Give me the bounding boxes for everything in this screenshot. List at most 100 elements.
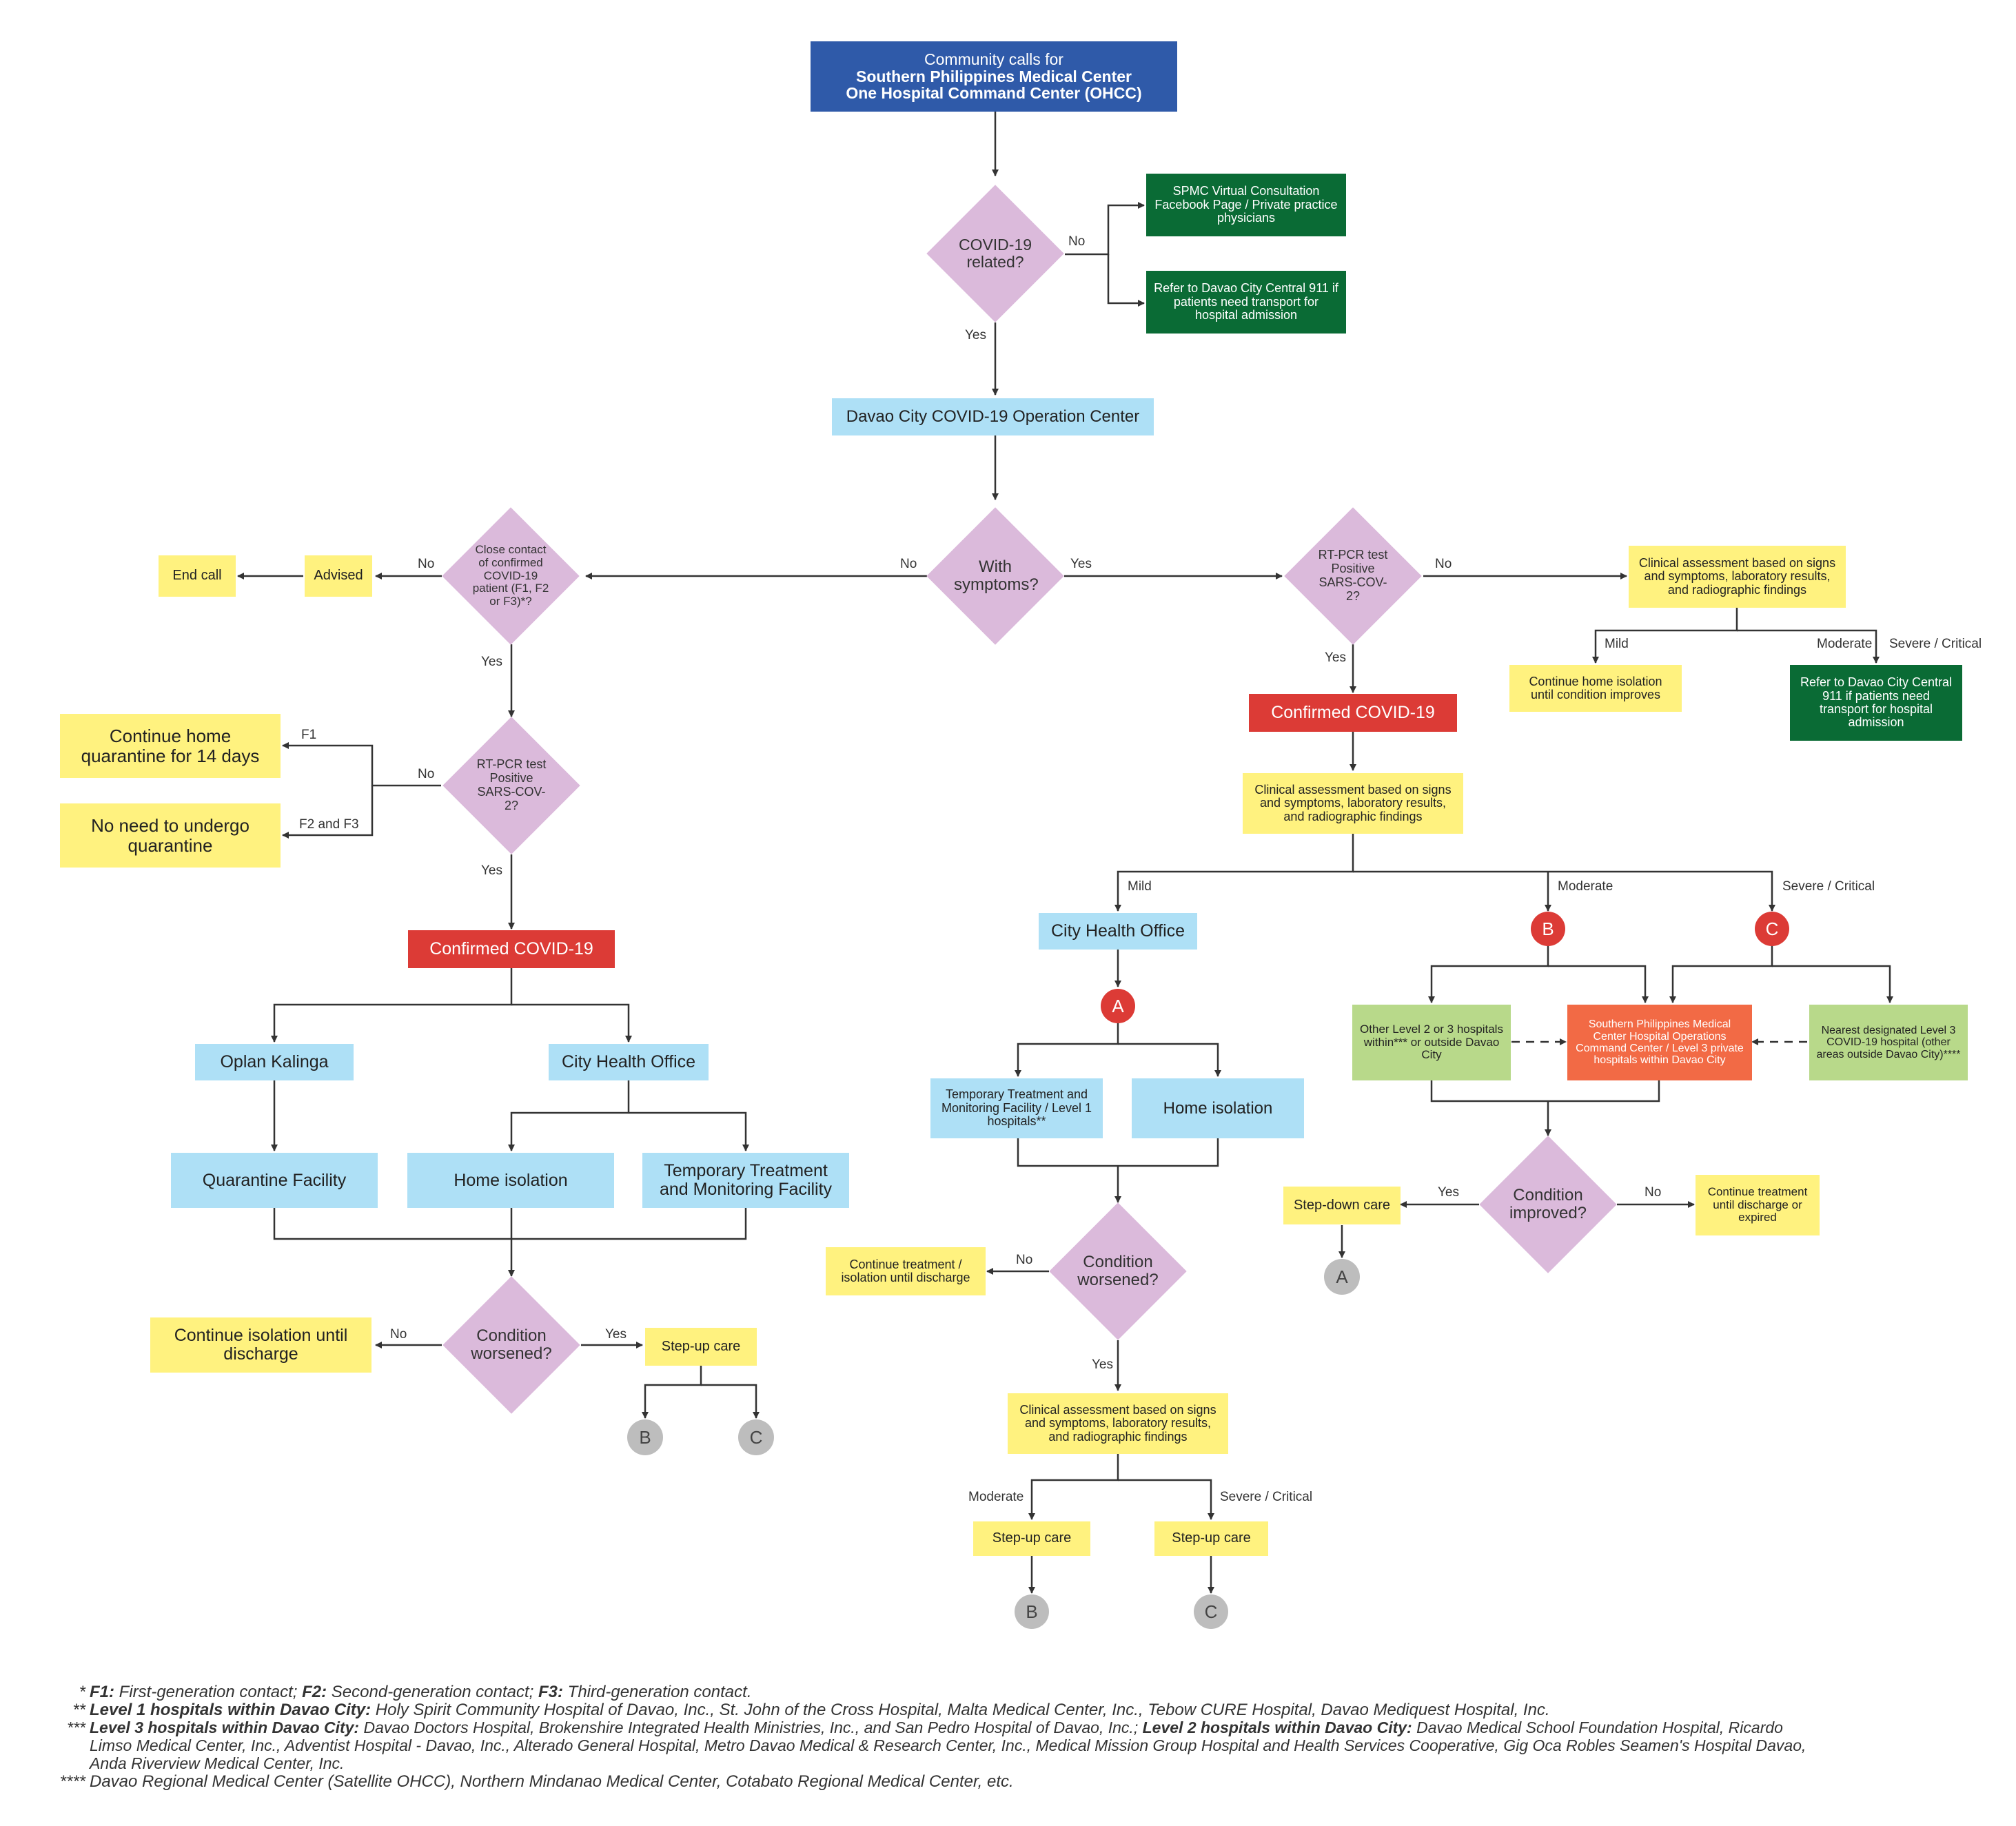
connector-c-bottom: C [1194, 1594, 1228, 1629]
label-no-rtpcr-right: No [1435, 557, 1452, 571]
close-contact-text: Close contact of confirmed COVID-19 pati… [472, 543, 549, 608]
footnote-1: *F1: First-generation contact; F2: Secon… [41, 1683, 1985, 1702]
label-moderate-mid: Moderate [1558, 879, 1613, 894]
label-no-improved: No [1645, 1185, 1662, 1200]
improved-text: Condition improved? [1509, 1185, 1587, 1222]
footnote-1-mark: * [79, 1683, 85, 1701]
clinical-top-right-box: Clinical assessment based on signs and s… [1629, 546, 1846, 608]
oplan-kalinga-box: Oplan Kalinga [195, 1044, 354, 1080]
label-severe-top: Severe / Critical [1889, 637, 1982, 651]
connector-b-left: B [627, 1419, 663, 1455]
clinical-bottom-box: Clinical assessment based on signs and s… [1008, 1393, 1228, 1454]
community-calls-line1: Community calls for [924, 50, 1063, 68]
label-yes-symptoms: Yes [1070, 557, 1092, 571]
rtpcr-left-decision: RT-PCR test Positive SARS-COV-2? [442, 717, 580, 854]
label-moderate-top: Moderate [1817, 637, 1873, 651]
footnote-4-text: Davao Regional Medical Center (Satellite… [90, 1772, 1014, 1791]
ttmf-level1-box: Temporary Treatment and Monitoring Facil… [930, 1078, 1103, 1138]
footnote-3-line3: Anda Riverview Medical Center, Inc. [90, 1754, 345, 1772]
footnote-2-text: Holy Spirit Community Hospital of Davao,… [371, 1701, 1550, 1719]
label-severe-bottom: Severe / Critical [1220, 1490, 1313, 1504]
spmc-virtual-box: SPMC Virtual Consultation Facebook Page … [1146, 174, 1346, 236]
label-moderate-bottom: Moderate [968, 1490, 1024, 1504]
label-no-worsened-mid: No [1016, 1253, 1033, 1267]
with-symptoms-text: With symptoms? [954, 557, 1039, 594]
spmc-ops-box: Southern Philippines Medical Center Hosp… [1567, 1005, 1752, 1080]
label-no-close: No [418, 557, 435, 571]
label-no-rtpcr-left: No [418, 767, 435, 781]
covid-related-text: COVID-19 related? [958, 235, 1032, 271]
label-yes-close: Yes [481, 655, 502, 669]
cho-mid-box: City Health Office [1039, 913, 1197, 950]
home-isolation-left-box: Home isolation [407, 1153, 614, 1208]
refer-911-box-top: Refer to Davao City Central 911 if patie… [1146, 271, 1346, 334]
operation-center-box: Davao City COVID-19 Operation Center [832, 398, 1154, 435]
footnote-2: ** Level 1 hospitals within Davao City: H… [41, 1701, 1985, 1720]
community-calls-box: Community calls for Southern Philippines… [811, 41, 1177, 112]
footnote-2-key: Level 1 hospitals within Davao City: [90, 1701, 371, 1719]
connector-a-right: A [1324, 1259, 1360, 1295]
footnote-3-line2: Limso Medical Center, Inc., Adventist Ho… [90, 1736, 1806, 1754]
label-yes-worsened-mid: Yes [1092, 1357, 1113, 1372]
stepup-left-box: Step-up care [645, 1328, 757, 1366]
stepup-mid-left-box: Step-up care [973, 1521, 1090, 1556]
continue-treatment-iso-box: Continue treatment / isolation until dis… [826, 1247, 986, 1295]
close-contact-decision: Close contact of confirmed COVID-19 pati… [442, 507, 580, 645]
improved-decision: Condition improved? [1479, 1136, 1617, 1273]
covid-related-decision: COVID-19 related? [926, 185, 1064, 322]
continue-treatment-expired-box: Continue treatment until discharge or ex… [1696, 1175, 1820, 1235]
footnote-1-key1: F1: [90, 1683, 114, 1701]
stepdown-box: Step-down care [1283, 1187, 1401, 1224]
worsened-left-text: Condition worsened? [471, 1326, 552, 1363]
worsened-left-decision: Condition worsened? [442, 1276, 580, 1414]
connector-c-mid: C [1755, 912, 1789, 946]
label-no-worsened-left: No [390, 1327, 407, 1342]
worsened-mid-text: Condition worsened? [1077, 1252, 1159, 1289]
with-symptoms-decision: With symptoms? [926, 507, 1064, 645]
label-no-covid: No [1068, 234, 1086, 249]
advised-box: Advised [305, 555, 372, 597]
connector-b-mid: B [1531, 912, 1565, 946]
refer-911-box-right: Refer to Davao City Central 911 if patie… [1790, 665, 1962, 741]
footnote-3-text2: Davao Medical School Foundation Hospital… [1412, 1719, 1783, 1736]
quarantine-facility-box: Quarantine Facility [171, 1153, 378, 1208]
continue-home-iso-box: Continue home isolation until condition … [1509, 665, 1682, 712]
footnote-1-text1: First-generation contact; [114, 1683, 303, 1701]
connector-c-left: C [738, 1419, 774, 1455]
stepup-mid-right-box: Step-up care [1154, 1521, 1268, 1556]
label-f2-f3: F2 and F3 [299, 817, 359, 832]
footnote-1-key3: F3: [538, 1683, 563, 1701]
label-yes-rtpcr-right: Yes [1325, 650, 1346, 665]
home-isolation-mid-box: Home isolation [1132, 1078, 1304, 1138]
label-mild-top: Mild [1605, 637, 1629, 651]
footnote-4: ****Davao Regional Medical Center (Satel… [41, 1772, 1985, 1792]
ttmf-left-box: Temporary Treatment and Monitoring Facil… [642, 1153, 849, 1208]
label-mild-mid: Mild [1128, 879, 1152, 894]
label-f1: F1 [301, 728, 317, 742]
label-yes-improved: Yes [1438, 1185, 1459, 1200]
label-yes-worsened-left: Yes [605, 1327, 627, 1342]
connector-a-mid: A [1101, 989, 1135, 1023]
footnote-2-mark: ** [72, 1701, 85, 1719]
cho-left-box: City Health Office [549, 1044, 709, 1080]
spmc-name: Southern Philippines Medical Center [855, 67, 1132, 85]
footnote-3: ***Level 3 hospitals within Davao City: … [41, 1719, 1985, 1772]
home-quarantine-box: Continue home quarantine for 14 days [60, 714, 281, 778]
rtpcr-right-text: RT-PCR test Positive SARS-COV-2? [1318, 548, 1388, 603]
confirmed-right-box: Confirmed COVID-19 [1249, 694, 1457, 732]
label-yes-rtpcr-left: Yes [481, 863, 502, 878]
label-severe-mid: Severe / Critical [1782, 879, 1875, 894]
label-yes-covid: Yes [965, 328, 986, 342]
ohcc-name: One Hospital Command Center (OHCC) [846, 84, 1142, 103]
connector-b-bottom: B [1015, 1594, 1049, 1629]
end-call-box: End call [159, 555, 236, 597]
other-level23-box: Other Level 2 or 3 hospitals within*** o… [1352, 1005, 1511, 1080]
footnote-3-key1: Level 3 hospitals within Davao City: [90, 1719, 360, 1736]
label-no-symptoms: No [900, 557, 917, 571]
footnote-3-key2: Level 2 hospitals within Davao City: [1142, 1719, 1412, 1736]
footnote-3-mark: *** [67, 1719, 85, 1736]
footnote-1-text2: Second-generation contact; [327, 1683, 538, 1701]
continue-isolation-box: Continue isolation until discharge [150, 1317, 371, 1373]
